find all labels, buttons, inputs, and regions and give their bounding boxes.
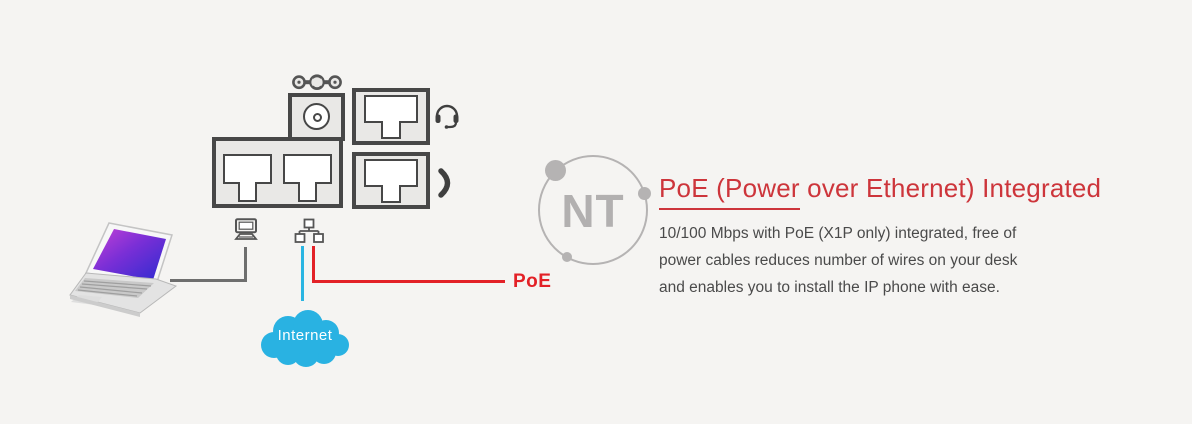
poe-cable-label: PoE	[513, 271, 552, 292]
pc-cable-horizontal	[170, 279, 247, 282]
internet-cloud: Internet	[258, 303, 352, 367]
logo-orbit-ring	[538, 155, 648, 265]
feature-heading-underlined: PoE (Power	[659, 173, 800, 210]
feature-body-line: power cables reduces number of wires on …	[659, 252, 1018, 269]
poe-cable-horizontal	[312, 280, 505, 283]
handset-port	[352, 152, 430, 209]
cloud-icon	[261, 310, 349, 367]
feature-body-line: and enables you to install the IP phone …	[659, 279, 1000, 296]
feature-heading: PoE (Power over Ethernet) Integrated	[659, 172, 1119, 210]
poe-cable-vertical	[312, 246, 315, 283]
feature-copy: PoE (Power over Ethernet) Integrated 10/…	[659, 172, 1119, 301]
headset-port-jack	[364, 95, 418, 139]
pc-cable-vertical	[244, 247, 247, 281]
power-port-icon	[303, 103, 330, 130]
internet-label: Internet	[277, 327, 333, 344]
switch-ports-panel	[212, 137, 343, 208]
logo-orbit-dot-large	[545, 160, 566, 181]
chain-link-icon	[292, 74, 342, 90]
internet-cable	[301, 246, 304, 301]
pc-port-jack	[223, 154, 272, 202]
logo-text: NT	[561, 185, 625, 237]
lan-port-jack	[283, 154, 332, 202]
feature-body: 10/100 Mbps with PoE (X1P only) integrat…	[659, 220, 1119, 301]
laptop-illustration	[69, 222, 178, 317]
handset-icon	[438, 168, 451, 198]
nt-logo: NT	[538, 155, 651, 265]
handset-port-jack	[364, 159, 418, 203]
lan-network-icon	[294, 218, 324, 243]
logo-orbit-dot-medium	[638, 187, 651, 200]
logo-orbit-dot-small	[562, 252, 572, 262]
desktop-computer-icon	[234, 218, 258, 240]
feature-body-line: 10/100 Mbps with PoE (X1P only) integrat…	[659, 225, 1017, 242]
headset-port	[352, 88, 430, 145]
feature-heading-rest: over Ethernet) Integrated	[799, 173, 1102, 203]
headset-icon	[435, 104, 459, 129]
power-port	[288, 93, 345, 141]
